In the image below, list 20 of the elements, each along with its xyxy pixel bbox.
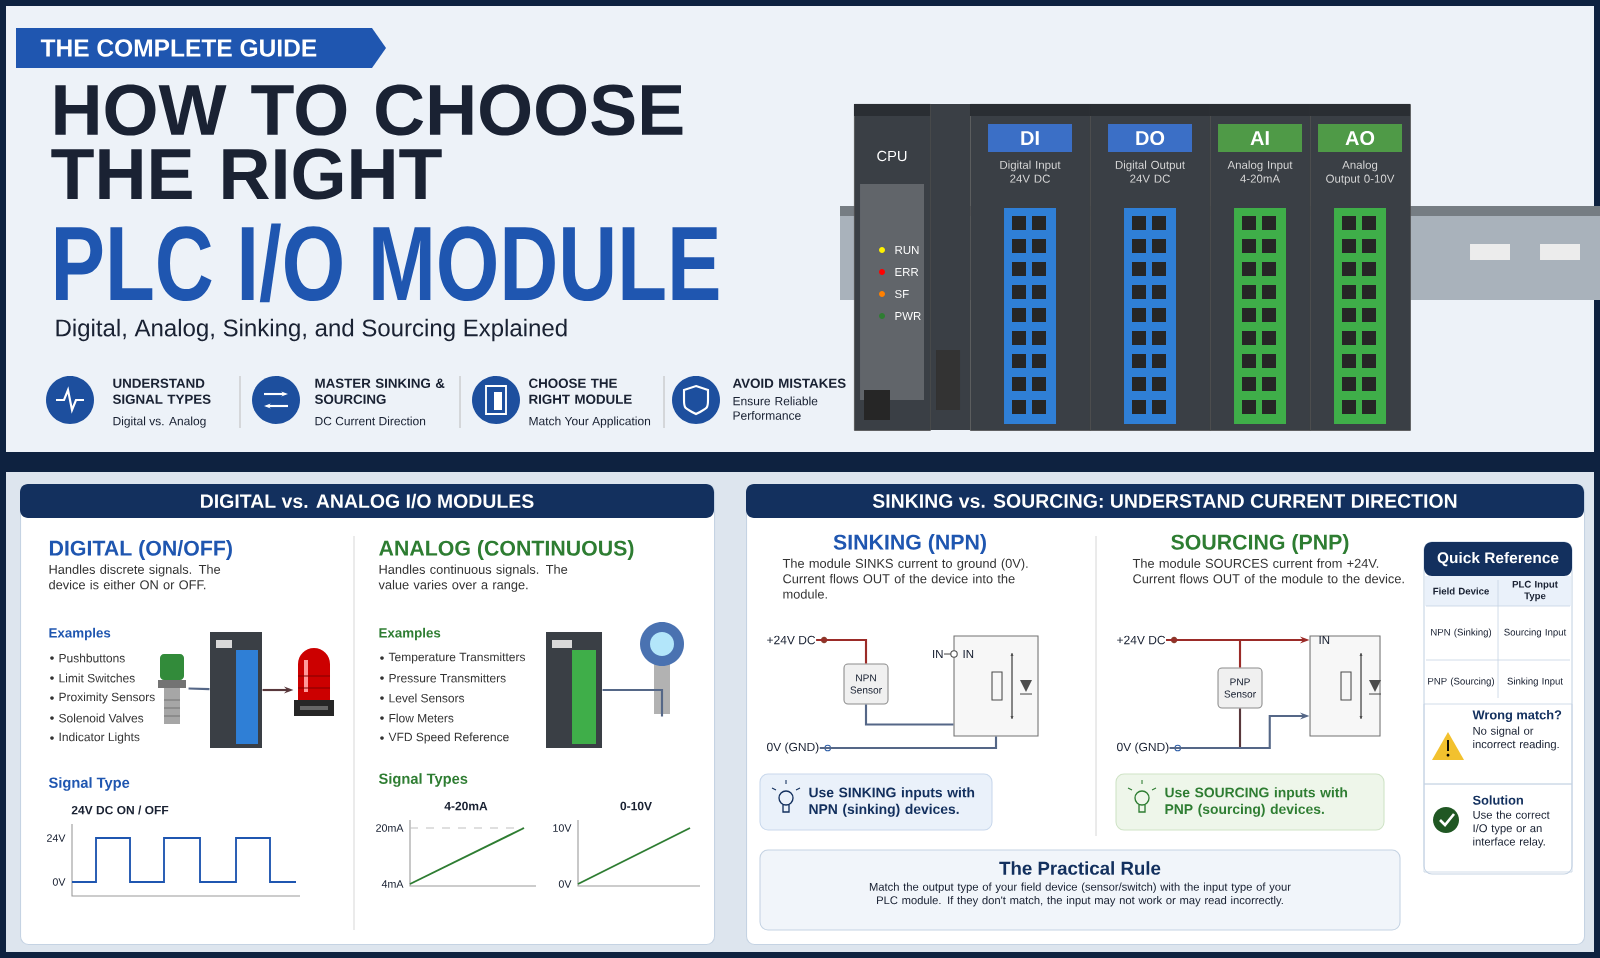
- io-module-drawing: [546, 632, 602, 748]
- transmitter-drawing: [640, 622, 684, 714]
- section-heading: DIGITAL (ON/OFF): [49, 540, 232, 560]
- beacon-drawing: [294, 648, 334, 716]
- subtitle: Digital, Analog, Sinking, and Sourcing Explained: [56, 318, 567, 342]
- connector: [602, 688, 664, 717]
- section-heading: SOURCING (PNP): [1171, 534, 1349, 554]
- input-module-box: [943, 635, 1039, 737]
- section-heading: SINKING (NPN): [833, 534, 986, 554]
- connector: [819, 736, 998, 750]
- connector: [188, 687, 210, 691]
- pushbutton-drawing: [158, 654, 186, 724]
- input-module-box: [1309, 635, 1382, 737]
- io-module-drawing: [210, 632, 262, 748]
- section-heading: ANALOG (CONTINUOUS): [379, 540, 634, 560]
- banner: THE COMPLETE GUIDE: [16, 28, 386, 68]
- title: HOW TO CHOOSE THE RIGHT: [51, 84, 683, 200]
- connector: [864, 704, 954, 726]
- connector: [816, 638, 868, 664]
- title: PLC I/O MODULE: [56, 223, 719, 303]
